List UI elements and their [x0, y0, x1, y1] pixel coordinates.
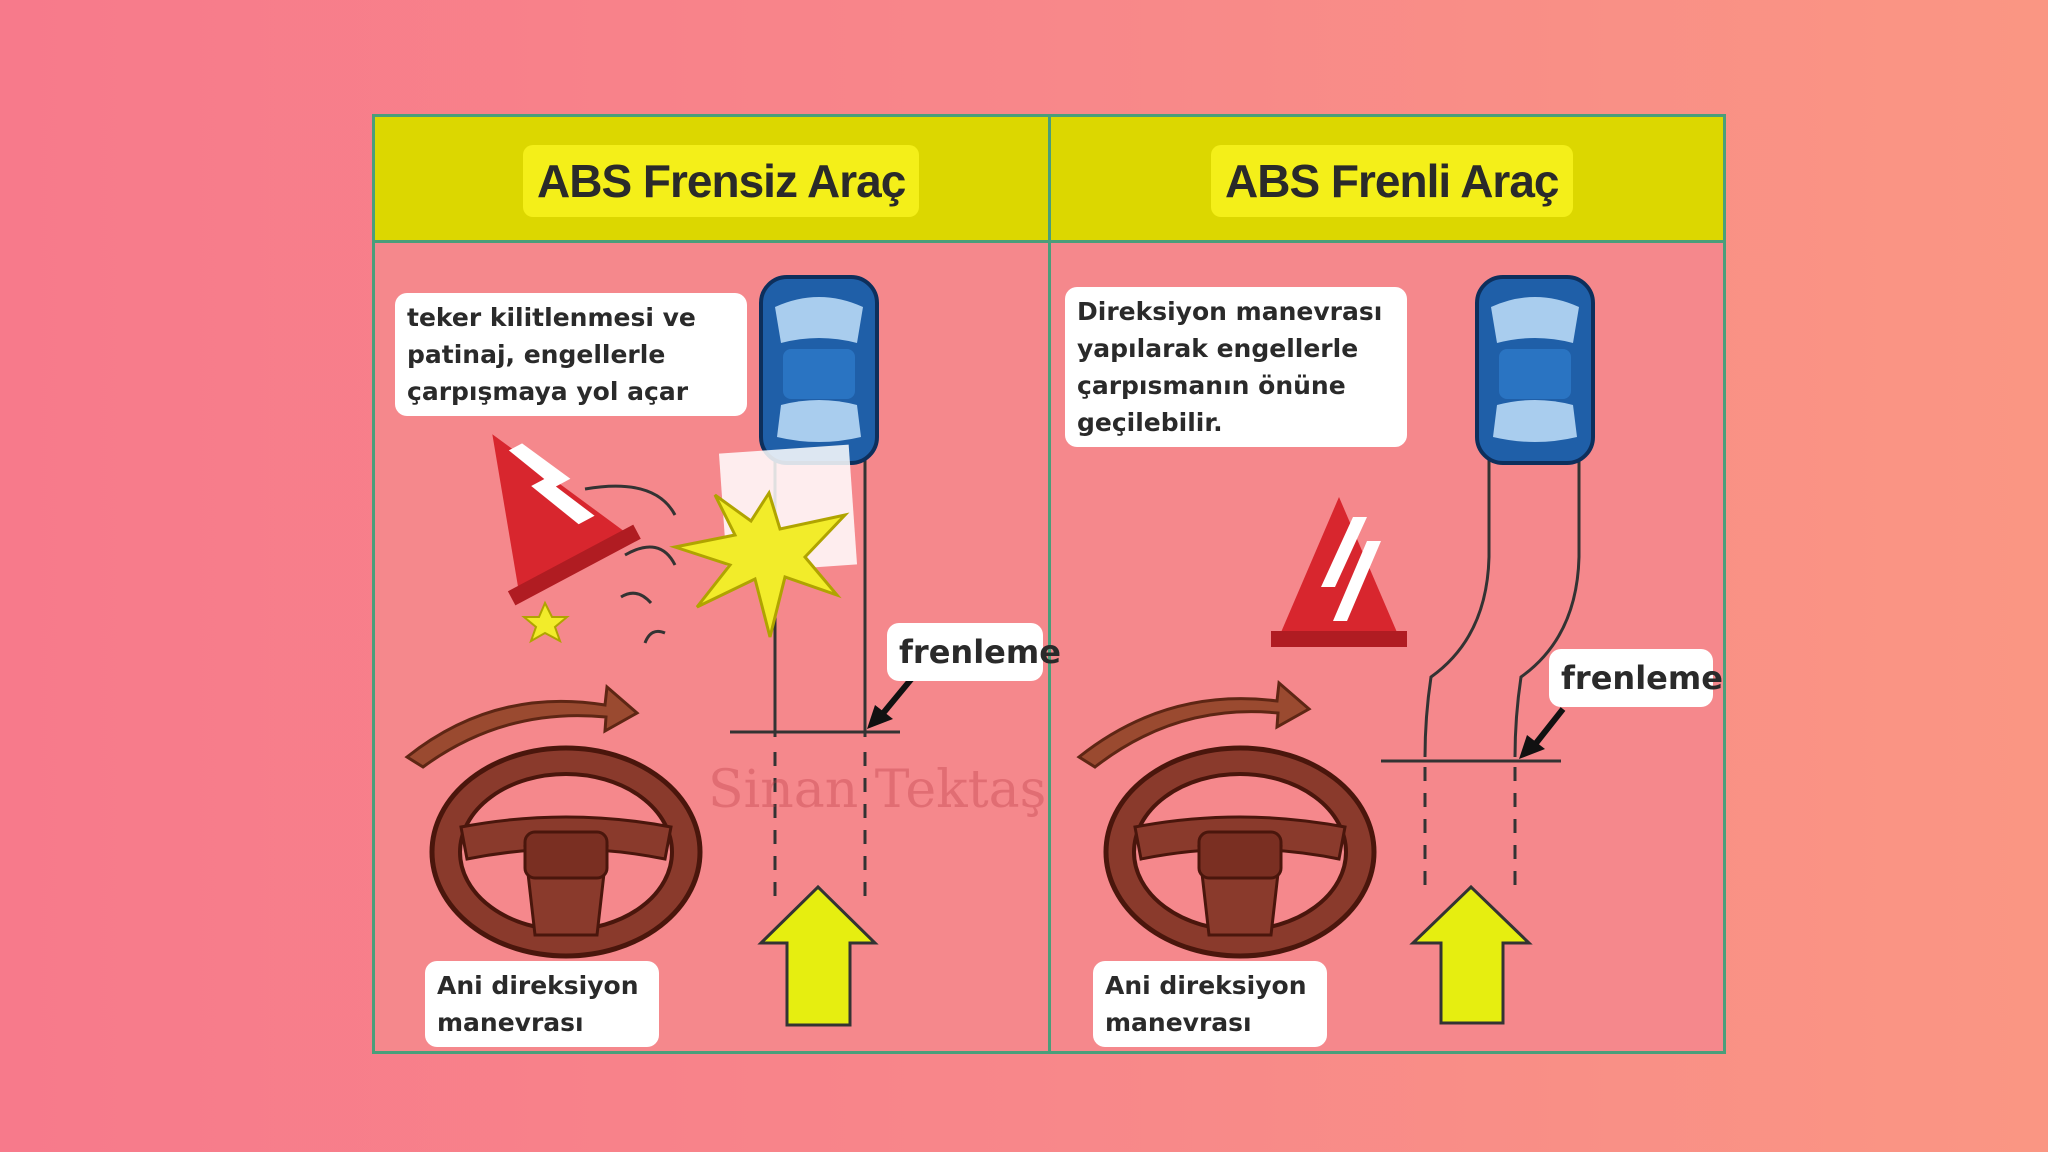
skid-explanation-label: teker kilitlenmesi ve patinaj, engellerl…	[395, 293, 747, 416]
panel-title: ABS Frenli Araç	[1211, 145, 1573, 217]
panel-header: ABS Frenli Araç	[1051, 117, 1723, 243]
crash-star-icon	[669, 489, 850, 638]
brake-pointer-arrow	[1519, 707, 1566, 759]
forward-arrow-icon	[1409, 884, 1533, 1025]
watermark: Sinan Tektaş	[708, 760, 1047, 820]
traffic-cone-icon	[492, 434, 641, 606]
car-icon	[1475, 275, 1595, 465]
brake-label: frenleme	[1549, 649, 1723, 707]
steering-direction-arrow	[404, 683, 640, 769]
steering-wheel-icon	[1103, 745, 1377, 959]
small-star-icon	[521, 600, 570, 644]
panel-without-abs: ABS Frensiz Araç	[375, 117, 1061, 1051]
panel-header: ABS Frensiz Araç	[375, 117, 1048, 243]
traffic-cone-icon	[1271, 497, 1407, 647]
brake-label: frenleme	[887, 623, 1061, 681]
steering-wheel-icon	[429, 745, 703, 959]
steering-label: Ani direksiyon manevrası	[1093, 961, 1327, 1047]
motion-lines	[584, 484, 677, 644]
abs-comparison-board: ABS Frensiz Araç	[372, 114, 1726, 1054]
car-icon	[759, 275, 879, 465]
scene-without-abs	[404, 275, 916, 1027]
steering-label: Ani direksiyon manevrası	[425, 961, 659, 1047]
maneuver-explanation-label: Direksiyon manevrası yapılarak engellerl…	[1065, 287, 1407, 447]
scene-with-abs	[1076, 275, 1595, 1025]
panel-title: ABS Frensiz Araç	[523, 145, 920, 217]
forward-arrow-icon	[757, 884, 879, 1027]
brake-pointer-arrow	[867, 675, 916, 729]
panel-with-abs: ABS Frenli Araç	[1051, 117, 1723, 1051]
tire-tracks	[1381, 457, 1581, 897]
steering-direction-arrow	[1076, 679, 1312, 769]
